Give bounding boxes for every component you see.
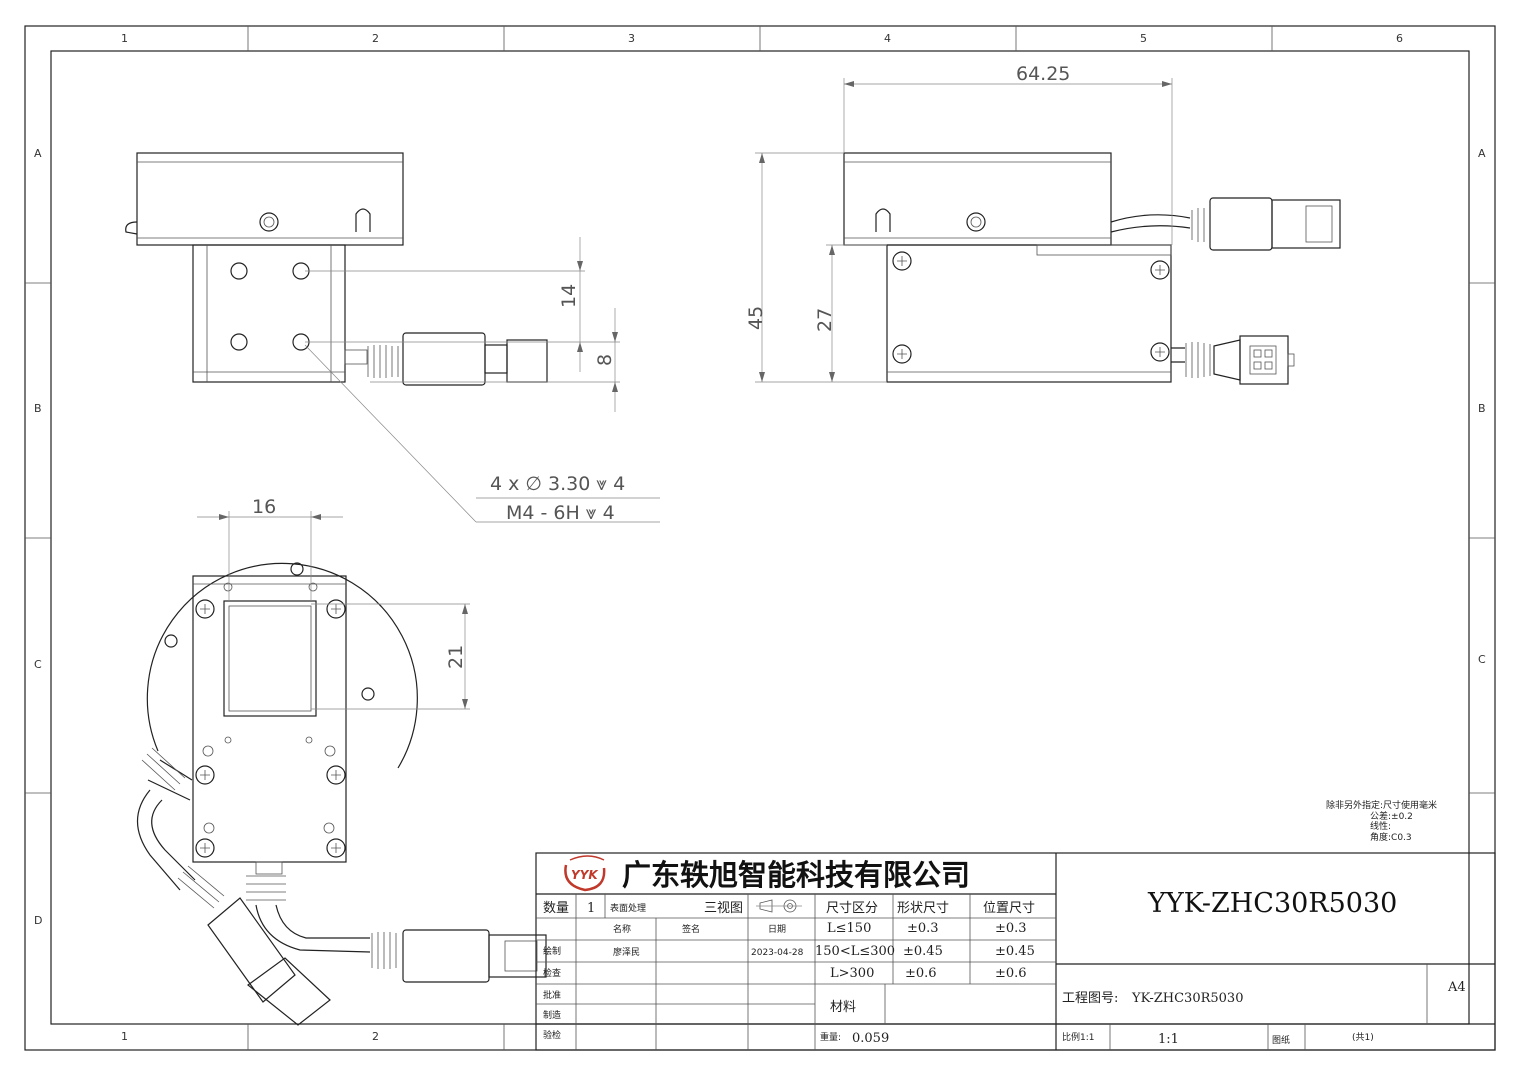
- col-label-bottom-1: 1: [121, 1030, 128, 1043]
- front-view: [125, 152, 548, 386]
- sheet-total: (共1): [1352, 1032, 1374, 1043]
- company-name: 广东轶旭智能科技有限公司: [622, 858, 970, 892]
- col-label-1: 1: [121, 32, 128, 45]
- title-block: [535, 852, 1496, 1051]
- side-view-dims: [755, 78, 1173, 383]
- col-label-4: 4: [884, 32, 891, 45]
- tol-row-1-form: ±0.3: [907, 921, 939, 936]
- svg-text:YYK: YYK: [571, 868, 599, 882]
- plan-view-dims: [197, 511, 470, 710]
- note-tolerance: 公差:±0.2: [1370, 810, 1413, 822]
- part-number: YYK-ZHC30R5030: [1147, 888, 1397, 919]
- draw-label: 绘制: [543, 945, 561, 957]
- row-label-a: A: [34, 147, 42, 160]
- front-view-dims: [304, 237, 660, 523]
- tol-row-1-range: L≤150: [827, 921, 871, 936]
- column-ticks: [25, 26, 1495, 1050]
- qty-value: 1: [587, 901, 595, 916]
- sheet-size: A4: [1447, 980, 1466, 995]
- drafter-name: 廖泽民: [613, 946, 640, 958]
- note-linear: 线性:: [1370, 820, 1391, 832]
- dim-hole-offset: 8: [594, 354, 616, 366]
- col-label-6: 6: [1396, 32, 1403, 45]
- check-label: 检查: [543, 967, 561, 979]
- drawing-date: 2023-04-28: [751, 948, 804, 958]
- material-label: 材料: [830, 1000, 856, 1015]
- projection-symbol-icon: [756, 899, 802, 913]
- side-view: [843, 152, 1341, 385]
- approve-label: 批准: [543, 989, 561, 1001]
- weight-value: 0.059: [852, 1031, 889, 1046]
- dim-height-total: 45: [745, 306, 767, 330]
- name-label: 名称: [613, 923, 631, 935]
- tol-row-3-pos: ±0.6: [995, 966, 1027, 981]
- tol-row-3-form: ±0.6: [905, 966, 937, 981]
- tol-header-form: 形状尺寸: [897, 901, 949, 916]
- make-label: 制造: [543, 1009, 561, 1021]
- inspect-label: 验检: [543, 1029, 561, 1041]
- tol-header-range: 尺寸区分: [826, 901, 878, 916]
- weight-label: 重量:: [820, 1031, 841, 1043]
- surface-label: 表面处理: [610, 902, 646, 914]
- col-label-bottom-2: 2: [372, 1030, 379, 1043]
- scale-label: 比例1:1: [1062, 1031, 1095, 1043]
- row-label-c: C: [34, 658, 42, 671]
- drawing-number: YK-ZHC30R5030: [1131, 991, 1243, 1006]
- row-label-c-right: C: [1478, 653, 1486, 666]
- tol-row-1-pos: ±0.3: [995, 921, 1027, 936]
- tol-row-3-range: L>300: [830, 966, 874, 981]
- tol-row-2-range: 150<L≤300: [815, 944, 895, 959]
- hole-callout-diameter: 4 x ∅ 3.30 ⩔ 4: [490, 473, 625, 495]
- sign-label: 签名: [682, 923, 700, 935]
- qty-label: 数量: [543, 901, 569, 916]
- row-label-b: B: [34, 402, 42, 415]
- scale-value: 1:1: [1158, 1032, 1179, 1047]
- tol-row-2-form: ±0.45: [903, 944, 943, 959]
- col-label-3: 3: [628, 32, 635, 45]
- tol-header-pos: 位置尺寸: [983, 901, 1035, 916]
- company-logo: YYK: [564, 855, 606, 892]
- dim-height-body: 27: [814, 308, 836, 332]
- note-units: 除非另外指定:尺寸使用毫米: [1326, 799, 1437, 811]
- plan-view: [137, 562, 547, 1026]
- hole-callout-thread: M4 - 6H ⩔ 4: [506, 502, 615, 524]
- row-label-b-right: B: [1478, 402, 1486, 415]
- dim-width-top: 64.25: [1016, 63, 1070, 85]
- sheet-label: 图纸: [1272, 1034, 1290, 1046]
- row-label-d: D: [34, 914, 42, 927]
- dim-plan-width: 16: [252, 496, 276, 518]
- tol-row-2-pos: ±0.45: [995, 944, 1035, 959]
- col-label-2: 2: [372, 32, 379, 45]
- date-label: 日期: [768, 924, 786, 935]
- drawing-number-label: 工程图号:: [1062, 991, 1118, 1006]
- dim-plan-height: 21: [445, 645, 467, 669]
- dim-hole-spacing: 14: [558, 284, 580, 308]
- note-angle: 角度:C0.3: [1370, 831, 1412, 843]
- col-label-5: 5: [1140, 32, 1147, 45]
- row-label-a-right: A: [1478, 147, 1486, 160]
- views-label: 三视图: [704, 901, 743, 916]
